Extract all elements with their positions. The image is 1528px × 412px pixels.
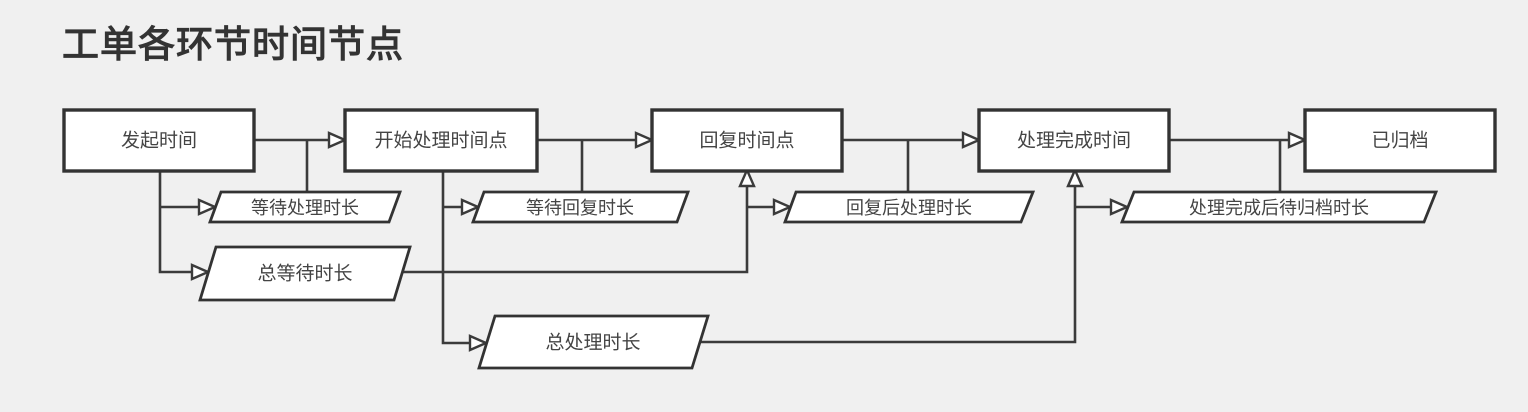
total-wait-duration-shape bbox=[198, 245, 412, 302]
arrowhead-into-total-wait bbox=[190, 263, 211, 281]
node-reply-time: 回复时间点 bbox=[650, 108, 844, 173]
archived-box bbox=[1303, 108, 1497, 173]
initiate-time-label: 发起时间 bbox=[121, 130, 197, 152]
connector-total-processing-to-complete bbox=[700, 186, 1077, 344]
node-initiate-time: 发起时间 bbox=[62, 108, 256, 173]
node-wait-reply-duration: 等待回复时长 bbox=[470, 190, 691, 224]
arrowhead-into-archived bbox=[1287, 131, 1308, 149]
node-post-reply-processing-duration: 回复后处理时长 bbox=[782, 190, 1036, 224]
post-complete-archive-wait-duration-shape bbox=[1119, 190, 1439, 224]
post-reply-processing-duration-shape bbox=[782, 190, 1036, 224]
start-processing-time-label: 开始处理时间点 bbox=[374, 130, 507, 152]
arrowhead-into-wait-processing bbox=[197, 198, 218, 216]
wait-processing-duration-label: 等待处理时长 bbox=[251, 198, 359, 218]
connector-initiate-to-total-wait bbox=[158, 170, 192, 274]
connector-total-wait-to-reply bbox=[402, 186, 749, 274]
wait-reply-duration-label: 等待回复时长 bbox=[526, 198, 634, 218]
arrowhead-into-start-processing bbox=[327, 131, 348, 149]
total-wait-duration-label: 总等待时长 bbox=[257, 263, 352, 285]
node-total-wait-duration: 总等待时长 bbox=[198, 245, 412, 302]
total-processing-duration-label: 总处理时长 bbox=[545, 332, 640, 354]
node-complete-time: 处理完成时间 bbox=[977, 108, 1171, 173]
archived-label: 已归档 bbox=[1371, 130, 1428, 152]
node-start-processing-time: 开始处理时间点 bbox=[343, 108, 539, 173]
post-complete-archive-wait-duration-label: 处理完成后待归档时长 bbox=[1189, 198, 1369, 218]
arrowhead-up-into-complete-time bbox=[1066, 167, 1084, 188]
arrowhead-into-total-processing bbox=[468, 334, 489, 352]
wait-reply-duration-shape bbox=[470, 190, 691, 224]
arrowhead-into-post-reply-processing bbox=[772, 198, 793, 216]
arrowhead-into-reply-time bbox=[634, 131, 655, 149]
wait-processing-duration-shape bbox=[207, 190, 403, 224]
complete-time-label: 处理完成时间 bbox=[1017, 130, 1131, 152]
connectors bbox=[158, 131, 1308, 352]
arrowhead-up-into-reply-time bbox=[738, 167, 756, 188]
arrowhead-into-wait-reply bbox=[460, 198, 481, 216]
reply-time-box bbox=[650, 108, 844, 173]
complete-time-box bbox=[977, 108, 1171, 173]
node-post-complete-archive-wait-duration: 处理完成后待归档时长 bbox=[1119, 190, 1439, 224]
diagram-title: 工单各环节时间节点 bbox=[62, 24, 404, 65]
arrowhead-into-complete-time bbox=[961, 131, 982, 149]
total-processing-duration-shape bbox=[477, 314, 710, 370]
post-reply-processing-duration-label: 回复后处理时长 bbox=[846, 198, 972, 218]
node-wait-processing-duration: 等待处理时长 bbox=[207, 190, 403, 224]
node-archived: 已归档 bbox=[1303, 108, 1497, 173]
arrowhead-into-archive-wait bbox=[1109, 198, 1130, 216]
node-total-processing-duration: 总处理时长 bbox=[477, 314, 710, 370]
reply-time-label: 回复时间点 bbox=[699, 130, 794, 152]
connector-start-to-total-processing bbox=[441, 170, 470, 345]
initiate-time-box bbox=[62, 108, 256, 173]
start-processing-time-box bbox=[343, 108, 539, 173]
